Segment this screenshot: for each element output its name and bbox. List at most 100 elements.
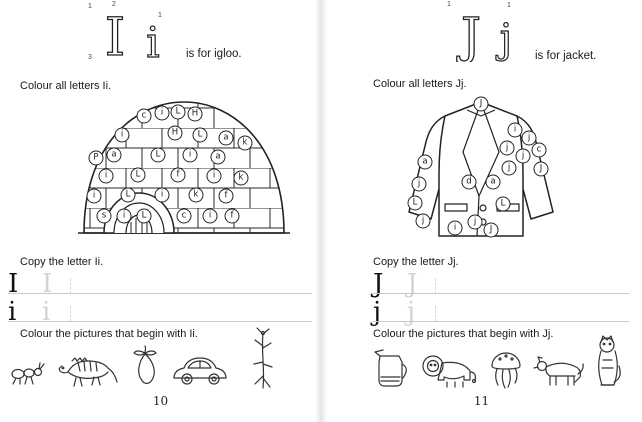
circled-letter: f xyxy=(170,167,186,183)
circled-letter: P xyxy=(88,150,104,166)
circled-letter: L xyxy=(150,147,166,163)
jellyfish-picture xyxy=(487,346,525,392)
circled-letter: i xyxy=(206,168,222,184)
jackal-picture xyxy=(533,354,587,390)
circled-letter: c xyxy=(176,208,192,224)
car-picture xyxy=(170,352,230,388)
big-letter-I: I xyxy=(104,7,126,62)
circled-letter: L xyxy=(170,104,186,120)
colour-pictures-instruction: Colour the pictures that begin with Ii. xyxy=(20,328,198,340)
circled-letter: j xyxy=(521,130,537,146)
trace-row-uppercase: J J xyxy=(373,268,629,299)
circled-letter: a xyxy=(485,174,501,190)
caption-jacket: is for jacket. xyxy=(535,50,597,62)
circled-letter: j xyxy=(415,213,431,229)
trace-example-lower: j xyxy=(373,297,382,327)
circled-letter: L xyxy=(136,208,152,224)
copy-letter-instruction: Copy the letter Jj. xyxy=(373,256,459,268)
circled-letter: L xyxy=(495,196,511,212)
caption-igloo: is for igloo. xyxy=(186,48,242,60)
trace-example-upper: I xyxy=(8,269,19,299)
circled-letter: L xyxy=(192,127,208,143)
circled-letter: i xyxy=(202,208,218,224)
circled-letter: J xyxy=(483,222,499,238)
circled-letter: J xyxy=(473,96,489,112)
trace-row-lowercase: j j xyxy=(373,296,629,327)
circled-letter: s xyxy=(96,208,112,224)
svg-text:j: j xyxy=(496,16,512,62)
trace-example-upper: J xyxy=(373,269,384,299)
circled-letter: j xyxy=(515,148,531,164)
trace-start-tick xyxy=(435,306,436,322)
iguana-picture xyxy=(56,348,120,388)
svg-text:I: I xyxy=(105,8,126,62)
circled-letter: i xyxy=(86,188,102,204)
circled-letter: d xyxy=(461,174,477,190)
copy-letter-instruction: Copy the letter Ii. xyxy=(20,256,104,268)
jug-picture xyxy=(371,346,409,392)
stick-insect-picture xyxy=(252,326,274,394)
trace-faint-lower: i xyxy=(42,297,51,327)
eggplant-picture xyxy=(130,344,160,390)
trace-faint-lower: j xyxy=(407,297,416,327)
circled-letter: k xyxy=(233,170,249,186)
writing-line xyxy=(8,321,312,322)
svg-text:i: i xyxy=(146,18,159,64)
circled-letter: a xyxy=(210,149,226,165)
colour-letters-instruction: Colour all letters Ii. xyxy=(20,80,112,92)
big-letter-J: J xyxy=(455,6,481,62)
circled-letter: L xyxy=(130,167,146,183)
circled-letter: a xyxy=(417,154,433,170)
circled-letter: L xyxy=(407,195,423,211)
circled-letter: i xyxy=(116,208,132,224)
writing-line xyxy=(373,293,629,294)
trace-faint-upper: I xyxy=(42,269,53,299)
stroke-order-number: 1 xyxy=(507,2,511,9)
circled-letter: i xyxy=(98,168,114,184)
insect-picture xyxy=(6,352,50,386)
circled-letter: L xyxy=(120,187,136,203)
writing-line xyxy=(373,321,629,322)
circled-letter: j xyxy=(501,160,517,176)
circled-letter: J xyxy=(533,161,549,177)
circled-letter: i xyxy=(114,127,130,143)
lion-picture xyxy=(417,350,479,390)
small-letter-j: j xyxy=(495,15,513,62)
circled-letter: c xyxy=(531,142,547,158)
circled-letter: k xyxy=(237,135,253,151)
svg-text:J: J xyxy=(456,7,481,62)
circled-letter: a xyxy=(218,130,234,146)
page-number: 11 xyxy=(473,394,490,408)
circled-letter: k xyxy=(188,187,204,203)
circled-letter: j xyxy=(467,214,483,230)
trace-start-tick xyxy=(70,306,71,322)
circled-letter: H xyxy=(167,125,183,141)
jaguar-picture xyxy=(593,334,623,392)
circled-letter: H xyxy=(187,106,203,122)
colour-pictures-instruction: Colour the pictures that begin with Jj. xyxy=(373,328,554,340)
page-number: 10 xyxy=(152,394,169,408)
trace-row-uppercase: I I xyxy=(8,268,312,299)
circled-letter: j xyxy=(499,140,515,156)
circled-letter: f xyxy=(224,208,240,224)
trace-start-tick xyxy=(70,278,71,294)
writing-line xyxy=(8,293,312,294)
circled-letter: i xyxy=(447,220,463,236)
circled-letter: c xyxy=(136,108,152,124)
circled-letter: i xyxy=(154,105,170,121)
trace-faint-upper: J xyxy=(407,269,418,299)
circled-letter: f xyxy=(218,188,234,204)
page-gutter-shadow xyxy=(315,0,327,422)
small-letter-i: i xyxy=(146,17,161,64)
trace-start-tick xyxy=(435,278,436,294)
circled-letter: a xyxy=(106,147,122,163)
circled-letter: j xyxy=(411,176,427,192)
circled-letter: i xyxy=(182,147,198,163)
